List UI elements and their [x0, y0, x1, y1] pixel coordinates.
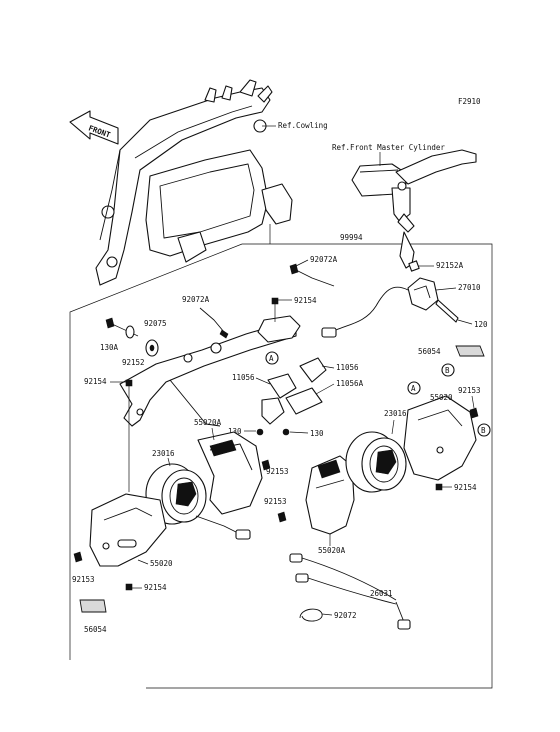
- bolt-92153-left: [73, 551, 83, 563]
- front-master-cylinder: [351, 149, 477, 233]
- callout-92072A-left: 92072A: [182, 295, 210, 304]
- harness-26031: [289, 553, 411, 630]
- svg-text:A: A: [411, 384, 416, 393]
- callout-92154-left: 92154: [84, 377, 107, 386]
- cable-tie-92072A-top: [289, 263, 335, 287]
- marker-A-bracket: A: [265, 351, 279, 365]
- svg-text:A: A: [269, 354, 274, 363]
- callout-120: 120: [474, 320, 488, 329]
- callout-55020A-top: 55020A: [194, 418, 222, 427]
- callout-11056A: 11056A: [336, 379, 364, 388]
- clamps-11056: [261, 357, 327, 425]
- callout-27010: 27010: [458, 283, 481, 292]
- callout-92153-right: 92153: [458, 386, 481, 395]
- cable-tie-92072: [299, 608, 323, 622]
- callout-92153-mid2: 92153: [264, 497, 287, 506]
- bolt-92154-right: [435, 483, 443, 491]
- front-arrow: FRONT: [69, 110, 119, 145]
- bolt-92153-mid: [261, 459, 271, 471]
- callout-92154-bottom: 92154: [144, 583, 167, 592]
- callout-23016-right: 23016: [384, 409, 407, 418]
- ref-front-master-cylinder: Ref.Front Master Cylinder: [332, 143, 445, 152]
- marker-B-right: B: [441, 363, 455, 377]
- callout-11056-b: 11056: [232, 373, 255, 382]
- label-56054-right: [455, 345, 485, 357]
- callout-92153-left: 92153: [72, 575, 95, 584]
- callout-55020-left: 55020: [150, 559, 173, 568]
- callout-26031: 26031: [370, 589, 393, 598]
- cowling-stay-frame: [95, 79, 293, 286]
- bolt-130A: [105, 317, 159, 357]
- bracket-55020-left: [89, 493, 167, 567]
- bolt-92153-mid2: [277, 511, 287, 523]
- callout-99994: 99994: [340, 233, 363, 242]
- ref-cowling: Ref.Cowling: [278, 121, 328, 130]
- kit-boundary: [69, 243, 493, 689]
- callout-92152A: 92152A: [436, 261, 464, 270]
- svg-text:B: B: [481, 426, 486, 435]
- bolt-92154-left: [125, 379, 133, 492]
- label-56054-left: [79, 599, 107, 613]
- callout-92075: 92075: [144, 319, 167, 328]
- switch-27010: [321, 231, 459, 338]
- callout-92152: 92152: [122, 358, 145, 367]
- figure-code: F2910: [458, 97, 481, 106]
- callout-56054-left: 56054: [84, 625, 107, 634]
- cable-tie-92072A-left: [199, 307, 229, 339]
- callout-23016-left: 23016: [152, 449, 175, 458]
- bracket-55020-right: [403, 395, 477, 481]
- marker-A-right: A: [407, 381, 421, 395]
- lamp-23016-right: [345, 431, 407, 493]
- callout-11056-a: 11056: [336, 363, 359, 372]
- callout-56054-right: 56054: [418, 347, 441, 356]
- callout-130A: 130A: [100, 343, 119, 352]
- bolt-92154-top: [271, 297, 279, 322]
- callout-55020A-bottom: 55020A: [318, 546, 346, 555]
- bolt-92154-bottom: [125, 583, 133, 591]
- marker-B-lamp: B: [477, 423, 491, 437]
- mount-bracket: [119, 315, 301, 427]
- callout-130-left: 130: [228, 427, 242, 436]
- callout-92154-right: 92154: [454, 483, 477, 492]
- bracket-55020A-top: [197, 431, 263, 515]
- callout-130-right: 130: [310, 429, 324, 438]
- bolts-130: [256, 428, 290, 436]
- callout-92153-mid: 92153: [266, 467, 289, 476]
- bolt-92153-right: [469, 407, 479, 419]
- callout-92072: 92072: [334, 611, 357, 620]
- callout-92154-top: 92154: [294, 296, 317, 305]
- bracket-55020A-bottom: [305, 455, 355, 535]
- callout-55020-right: 55020: [430, 393, 453, 402]
- svg-text:B: B: [445, 366, 450, 375]
- callout-92072A-top: 92072A: [310, 255, 338, 264]
